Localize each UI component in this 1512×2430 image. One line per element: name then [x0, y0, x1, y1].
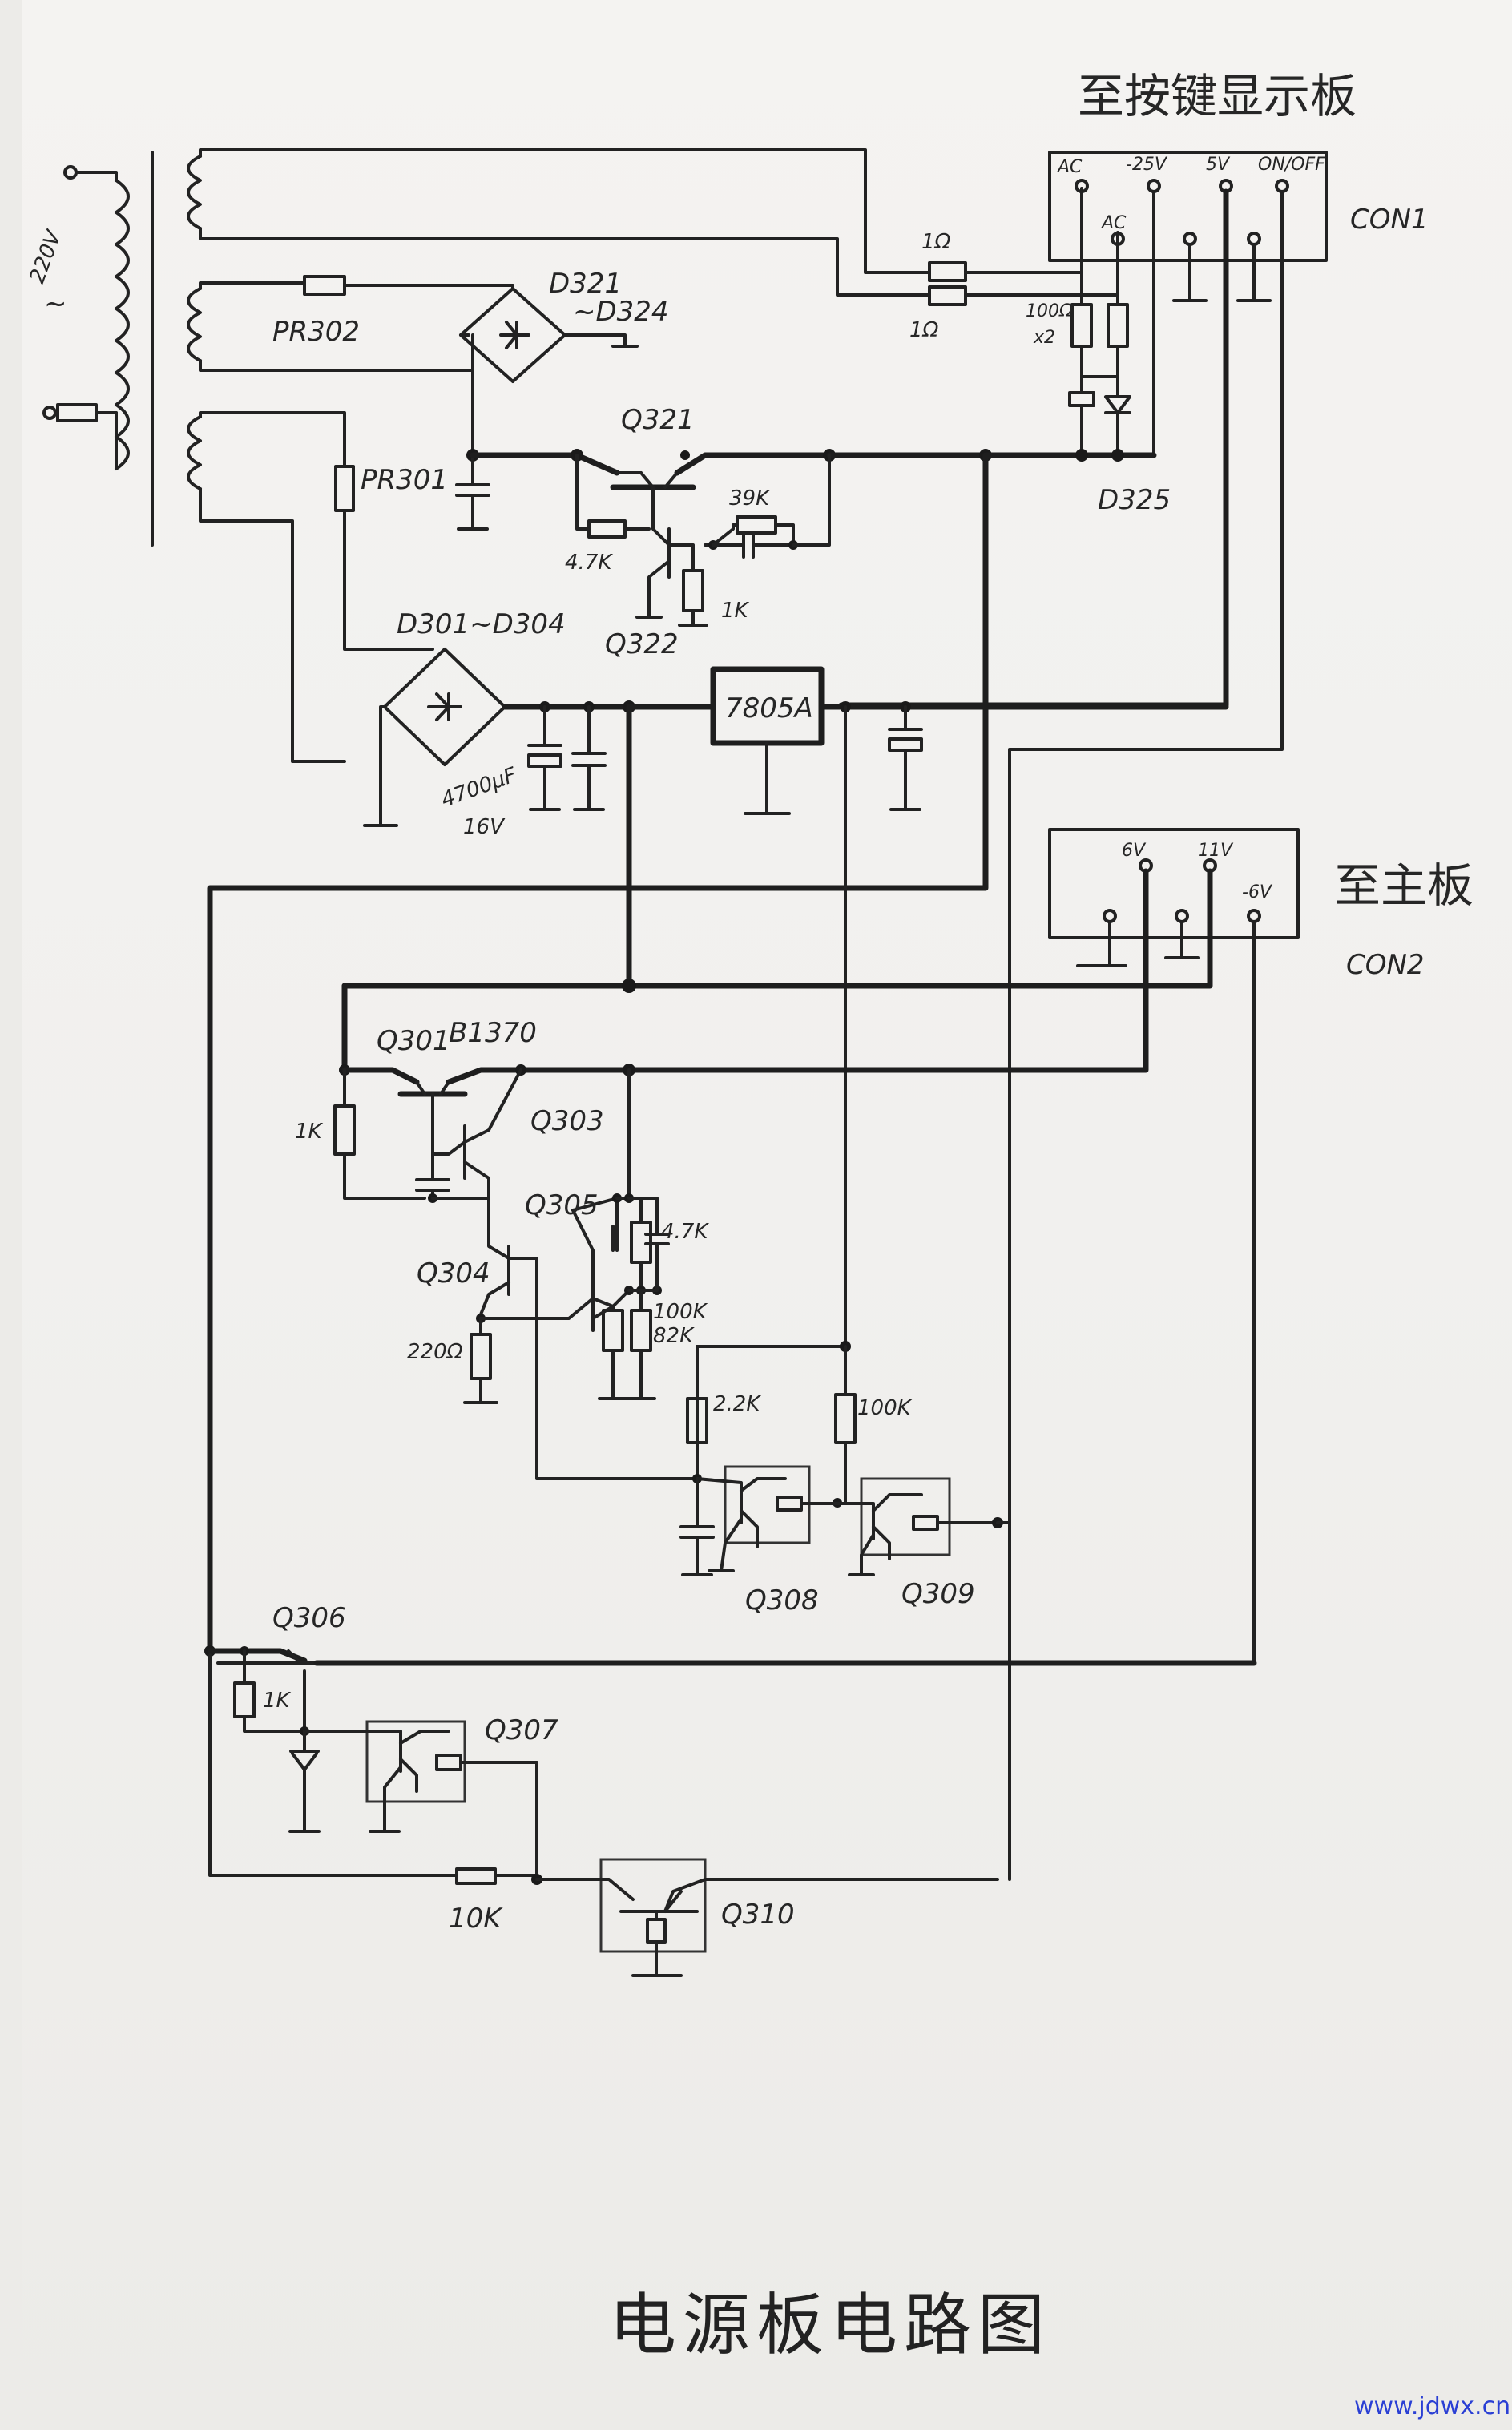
r-4k7-b-label: 4.7K — [661, 1220, 709, 1244]
con1-destination: 至按键显示板 — [1078, 69, 1357, 123]
q322-label: Q322 — [605, 628, 679, 660]
d321-label: D321 — [549, 268, 622, 300]
con1-pin-ac: AC — [1056, 157, 1083, 177]
transformer: 220V ~ — [26, 151, 202, 547]
r-100k-b-label: 100K — [857, 1396, 913, 1420]
con1-pin-ac2: AC — [1100, 213, 1127, 233]
con1-pin-onoff: ON/OFF — [1258, 155, 1325, 175]
r-1k-b-label: 1K — [295, 1120, 324, 1144]
q301-section: Q301 B1370 1K Q303 Q304 220Ω — [216, 868, 1256, 1665]
con2-pin-neg6v: -6V — [1242, 882, 1273, 902]
r-1k-c-label: 1K — [263, 1689, 292, 1713]
q321-regulator: Q321 4.7K Q322 1K 39K — [470, 404, 1157, 660]
q306-q310-section: Q306 1K Q307 10K Q310 — [204, 1602, 1257, 1977]
bridge-d321 — [459, 287, 566, 383]
r100-label: 100Ω — [1026, 301, 1073, 321]
q304-label: Q304 — [417, 1257, 490, 1290]
pr302-bridge: PR302 D321 ~D324 — [199, 268, 669, 531]
mains-fuse — [56, 403, 98, 422]
d325-label: D325 — [1098, 484, 1171, 516]
input-ac-symbol: ~ — [44, 288, 67, 320]
fuse-1ohm-a — [928, 261, 967, 282]
r-100k-a-label: 100K — [653, 1300, 708, 1324]
q306-label: Q306 — [272, 1602, 346, 1634]
d324-label: ~D324 — [573, 296, 669, 328]
r-1k-a-label: 1K — [721, 599, 750, 623]
r100-x2-label: x2 — [1033, 328, 1055, 348]
con2-destination: 至主板 — [1334, 858, 1474, 913]
q310-package — [599, 1858, 707, 1953]
b1370-label: B1370 — [449, 1017, 537, 1049]
q303-label: Q303 — [530, 1105, 604, 1137]
q307-label: Q307 — [485, 1714, 558, 1746]
5v-rail — [207, 188, 1284, 1881]
con2-pin-6v: 6V — [1122, 841, 1147, 861]
r-39k-label: 39K — [729, 486, 771, 511]
reg-label: 7805A — [725, 692, 813, 725]
r-2k2-label: 2.2K — [713, 1392, 761, 1416]
q309-label: Q309 — [901, 1578, 975, 1610]
fuse-a-label: 1Ω — [921, 230, 951, 254]
q308-q309-section: 2.2K 100K Q308 Q309 — [679, 1341, 1011, 1617]
cap-4700uf-label: 4700μF — [438, 763, 521, 813]
r-82k-label: 82K — [653, 1324, 695, 1348]
fuse-1ohm-b — [928, 285, 967, 306]
q301-label: Q301 — [377, 1025, 450, 1057]
r-10k-label: 10K — [449, 1903, 503, 1935]
q310-label: Q310 — [721, 1899, 795, 1931]
input-voltage-label: 220V — [26, 226, 67, 287]
bridge-d301 — [383, 648, 506, 766]
pr301-bridge: PR301 D301~D304 4700μF 16V — [199, 411, 635, 839]
r-220-label: 220Ω — [407, 1340, 463, 1364]
pr302-label: PR302 — [272, 316, 360, 348]
d301-label: D301~D304 — [397, 608, 566, 640]
q305-label: Q305 — [525, 1189, 599, 1221]
con1-name: CON1 — [1350, 204, 1429, 236]
pr302-fuse — [303, 275, 346, 296]
q321-label: Q321 — [621, 404, 695, 436]
diagram-title: 电源板电路图 — [609, 2286, 1051, 2364]
pr301-fuse — [334, 465, 355, 512]
r-4k7-a-label: 4.7K — [565, 551, 613, 575]
mains-terminal-top — [63, 165, 78, 180]
ac-feed-to-con1: 1Ω 1Ω — [199, 148, 1119, 342]
regulator-7805a: 7805A — [626, 666, 1229, 1348]
watermark: www.jdwx.cn — [1354, 2392, 1510, 2420]
con2-pin-11v: 11V — [1198, 841, 1234, 861]
q308-label: Q308 — [745, 1584, 819, 1617]
con1-pin-neg25v: -25V — [1126, 155, 1168, 175]
paper-sheet — [22, 0, 1512, 2430]
cap-16v-label: 16V — [463, 815, 506, 839]
fuse-b-label: 1Ω — [909, 318, 939, 342]
con2-connector: 6V 11V -6V 至主板 CON2 — [1048, 828, 1474, 981]
neg25v-section: 100Ω x2 D325 — [1026, 190, 1171, 516]
q309-package — [860, 1477, 951, 1556]
con1-pin-5v: 5V — [1206, 155, 1231, 175]
con1-connector: AC -25V 5V ON/OFF AC 至按键显示板 CON1 — [1048, 69, 1429, 302]
con2-name: CON2 — [1346, 949, 1425, 981]
pr301-label: PR301 — [361, 464, 448, 496]
